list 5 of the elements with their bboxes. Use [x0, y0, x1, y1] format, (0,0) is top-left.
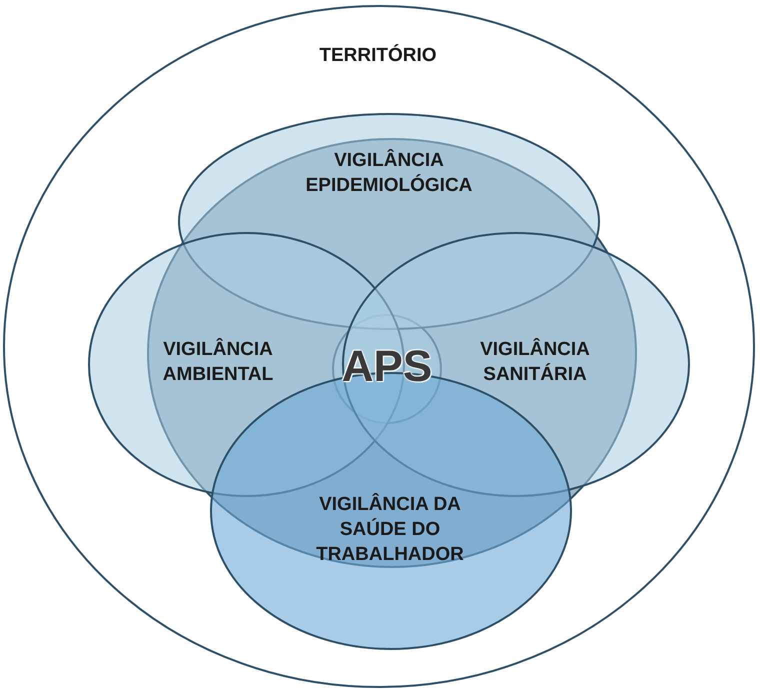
region-label: VIGILÂNCIA DA SAÚDE DO TRABALHADOR — [315, 492, 465, 567]
territory-label: TERRITÓRIO — [318, 43, 438, 68]
region-label: VIGILÂNCIA EPIDEMIOLÓGICA — [304, 148, 474, 198]
region-label: VIGILÂNCIA AMBIENTAL — [162, 337, 274, 387]
region-label: VIGILÂNCIA SANITÁRIA — [479, 337, 591, 387]
